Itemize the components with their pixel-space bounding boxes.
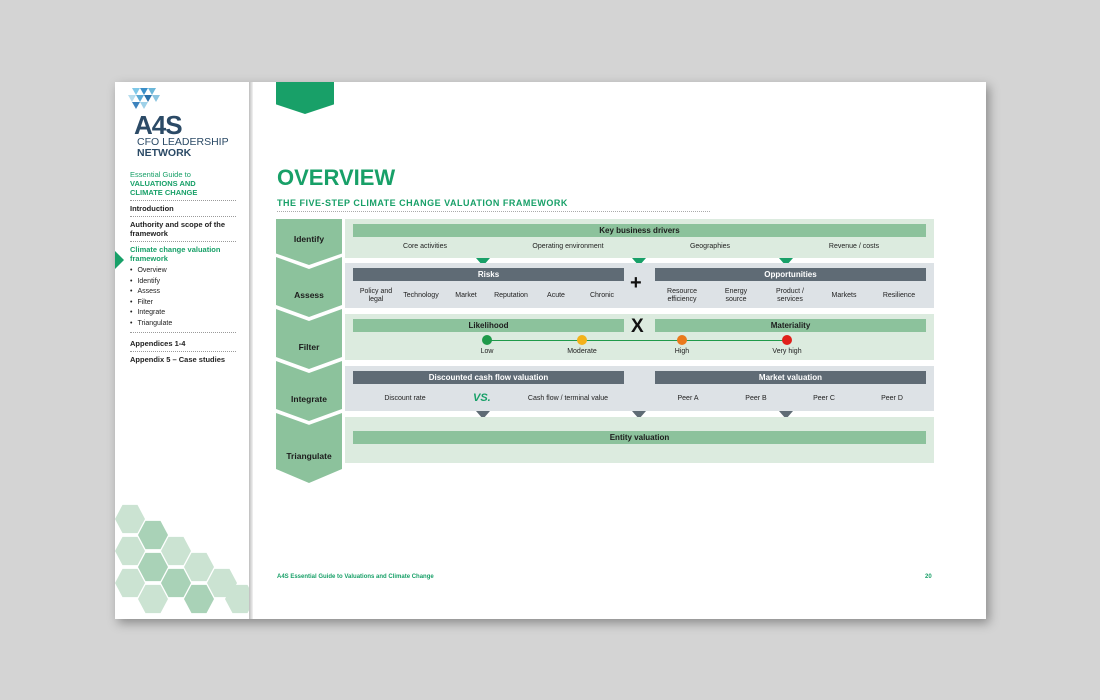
sidebar-subitem-overview[interactable]: Overview bbox=[130, 266, 236, 277]
flow-arrow-icon bbox=[476, 258, 490, 266]
scale-label-moderate: Moderate bbox=[567, 348, 597, 355]
materiality-bar: Materiality bbox=[655, 319, 926, 332]
market-valuation-bar: Market valuation bbox=[655, 371, 926, 384]
logo-wordmark: A4S bbox=[134, 110, 183, 140]
step-integrate-label: Integrate bbox=[291, 394, 327, 404]
active-marker-icon bbox=[115, 251, 124, 269]
flow-arrow-icon bbox=[779, 411, 793, 419]
scale-dot-low bbox=[482, 335, 492, 345]
sidebar-subitem-filter[interactable]: Filter bbox=[130, 298, 236, 309]
likelihood-bar: Likelihood bbox=[353, 319, 624, 332]
sidebar-subitem-integrate[interactable]: Integrate bbox=[130, 308, 236, 319]
guide-line-2: VALUATIONS AND bbox=[130, 179, 196, 188]
step-filter-label: Filter bbox=[298, 342, 320, 352]
dcf-valuation-bar: Discounted cash flow valuation bbox=[353, 371, 624, 384]
logo-line-1: CFO LEADERSHIP bbox=[137, 136, 229, 148]
opp-resource-efficiency: Resource efficiency bbox=[667, 288, 697, 303]
hexagon-icon bbox=[115, 504, 145, 534]
subtitle-divider bbox=[277, 211, 710, 212]
opp-resilience: Resilience bbox=[882, 292, 916, 299]
driver-geographies: Geographies bbox=[689, 243, 731, 250]
driver-core-activities: Core activities bbox=[403, 243, 447, 250]
hexagon-icon bbox=[138, 520, 168, 550]
scale-label-low: Low bbox=[480, 348, 494, 355]
page-number: 20 bbox=[925, 574, 932, 580]
scale-label-high: High bbox=[674, 348, 690, 355]
guide-title: Essential Guide to VALUATIONS AND CLIMAT… bbox=[130, 170, 236, 201]
logo-line-2: NETWORK bbox=[137, 147, 192, 159]
sidebar-item-authority[interactable]: Authority and scope of the framework bbox=[130, 217, 236, 242]
plus-operator: + bbox=[630, 272, 642, 294]
scale-line bbox=[487, 340, 787, 341]
risk-acute: Acute bbox=[547, 292, 565, 299]
opp-energy-source: Energy source bbox=[724, 288, 748, 303]
driver-revenue-costs: Revenue / costs bbox=[828, 243, 880, 250]
hexagon-icon bbox=[115, 568, 145, 598]
risks-bar: Risks bbox=[353, 268, 624, 281]
sidebar-subitem-assess[interactable]: Assess bbox=[130, 287, 236, 298]
hexagon-icon bbox=[161, 568, 191, 598]
sidebar-item-case-studies[interactable]: Appendix 5 – Case studies bbox=[130, 355, 226, 364]
cash-flow-label: Cash flow / terminal value bbox=[527, 395, 609, 402]
sidebar-item-framework-label: Climate change valuation framework bbox=[130, 245, 221, 263]
hexagon-icon bbox=[161, 536, 191, 566]
flow-arrow-icon bbox=[632, 411, 646, 419]
sidebar-subitems: Overview Identify Assess Filter Integrat… bbox=[130, 266, 236, 333]
sidebar-nav: Essential Guide to VALUATIONS AND CLIMAT… bbox=[130, 170, 236, 367]
sidebar-item-appendices[interactable]: Appendices 1-4 bbox=[130, 336, 236, 352]
risk-market: Market bbox=[455, 292, 477, 299]
hexagon-icon bbox=[184, 584, 214, 614]
step-assess: Assess bbox=[276, 257, 342, 317]
logo-triangles-icon bbox=[127, 88, 177, 120]
opp-product-services: Product / services bbox=[775, 288, 804, 303]
multiply-operator: X bbox=[631, 316, 644, 337]
opportunities-bar: Opportunities bbox=[655, 268, 926, 281]
step-triangulate-label: Triangulate bbox=[286, 451, 332, 461]
footer-title: A4S Essential Guide to Valuations and Cl… bbox=[277, 574, 434, 580]
risk-technology: Technology bbox=[403, 292, 439, 299]
peer-a: Peer A bbox=[677, 395, 699, 402]
step-assess-label: Assess bbox=[294, 290, 324, 300]
hexagon-icon bbox=[115, 536, 145, 566]
peer-b: Peer B bbox=[745, 395, 767, 402]
sidebar-subitem-triangulate[interactable]: Triangulate bbox=[130, 319, 236, 330]
opp-markets: Markets bbox=[831, 292, 857, 299]
sidebar-subitem-identify[interactable]: Identify bbox=[130, 277, 236, 288]
driver-operating-environment: Operating environment bbox=[532, 243, 604, 250]
guide-line-1: Essential Guide to bbox=[130, 170, 191, 179]
page-title: OVERVIEW bbox=[277, 165, 396, 190]
vs-label: VS. bbox=[473, 392, 491, 404]
scale-dot-high bbox=[677, 335, 687, 345]
sidebar-item-framework[interactable]: Climate change valuation framework bbox=[130, 242, 236, 266]
hexagon-icon bbox=[184, 552, 214, 582]
scale-dot-moderate bbox=[577, 335, 587, 345]
peer-d: Peer D bbox=[881, 395, 903, 402]
flow-arrow-icon bbox=[476, 411, 490, 419]
step-identify-label: Identify bbox=[293, 234, 325, 244]
page-subtitle: THE FIVE-STEP CLIMATE CHANGE VALUATION F… bbox=[277, 198, 568, 208]
entity-valuation-bar: Entity valuation bbox=[353, 431, 926, 444]
sidebar-item-introduction[interactable]: Introduction bbox=[130, 201, 236, 217]
page-gutter bbox=[249, 82, 253, 619]
guide-line-3: CLIMATE CHANGE bbox=[130, 188, 236, 201]
risk-chronic: Chronic bbox=[589, 292, 615, 299]
peer-c: Peer C bbox=[813, 395, 835, 402]
risk-reputation: Reputation bbox=[494, 292, 528, 299]
key-business-drivers-bar: Key business drivers bbox=[353, 224, 926, 237]
flow-arrow-icon bbox=[779, 258, 793, 266]
discount-rate-label: Discount rate bbox=[384, 395, 426, 402]
hexagon-icon bbox=[138, 584, 168, 614]
hexagon-pattern bbox=[115, 500, 249, 619]
scale-label-very-high: Very high bbox=[772, 348, 802, 355]
scale-dot-very-high bbox=[782, 335, 792, 345]
logo-subtitle: CFO LEADERSHIP NETWORK bbox=[137, 137, 229, 159]
flow-arrow-icon bbox=[632, 258, 646, 266]
risk-policy-legal: Policy and legal bbox=[359, 288, 393, 303]
hexagon-icon bbox=[138, 552, 168, 582]
